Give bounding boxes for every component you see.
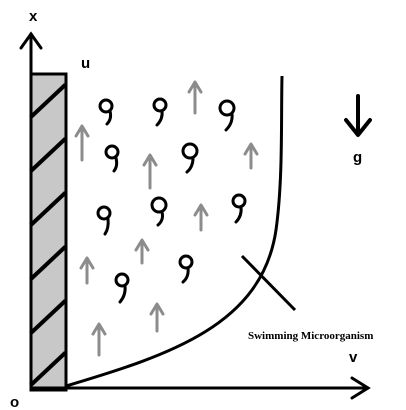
flow-arrow <box>193 203 209 232</box>
microorganism <box>104 144 120 173</box>
flow-arrow <box>74 124 90 162</box>
flow-arrows <box>74 80 259 357</box>
flow-arrow <box>142 153 158 190</box>
wall-plate <box>29 72 68 392</box>
v-label: v <box>349 349 358 366</box>
x-axis-label: x <box>29 8 38 25</box>
x-axis <box>19 31 43 390</box>
microorganism <box>181 142 199 174</box>
microorganism <box>152 97 168 127</box>
microorganism <box>218 99 236 132</box>
flow-arrow <box>187 80 203 115</box>
boundary-layer-curve <box>65 75 284 388</box>
microorganism <box>96 205 112 236</box>
flow-arrow <box>79 256 95 285</box>
y-axis <box>29 376 371 400</box>
label-pointer-line <box>240 254 297 312</box>
microorganism <box>114 272 130 304</box>
wall <box>29 72 68 392</box>
wall-hatching <box>29 83 67 387</box>
gravity-arrow <box>344 94 372 137</box>
g-label: g <box>353 149 362 166</box>
origin-label: o <box>10 394 19 410</box>
flow-arrow <box>149 302 165 333</box>
microorganism <box>231 193 247 224</box>
flow-arrow <box>243 142 259 170</box>
microorganism <box>98 98 114 126</box>
flow-arrow <box>134 238 150 265</box>
microorganism-label: Swimming Microorganism <box>248 330 373 342</box>
microorganism <box>178 254 194 284</box>
flow-arrow <box>91 322 107 357</box>
u-label: u <box>81 55 90 72</box>
microorganisms <box>96 97 247 304</box>
microorganism <box>150 196 168 227</box>
